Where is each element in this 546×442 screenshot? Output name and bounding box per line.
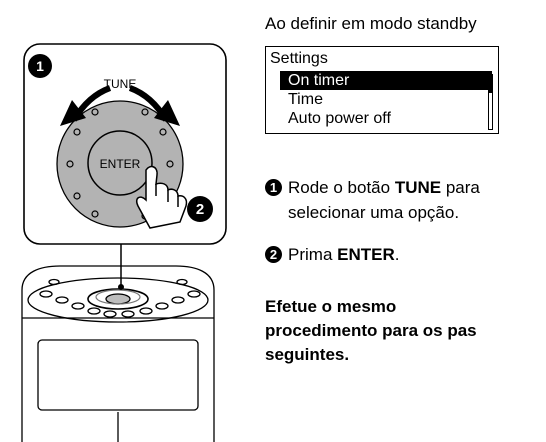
step-1-number: 1: [265, 179, 282, 196]
step-2-badge-label: 2: [196, 201, 204, 218]
display-scrollbar: [488, 74, 493, 130]
note-line-1: Efetue o mesmo: [265, 297, 397, 316]
display-title: Settings: [270, 50, 328, 67]
standby-heading: Ao definir em modo standby: [265, 14, 477, 33]
rotate-arrows-icon: [60, 85, 180, 126]
enter-label: ENTER: [100, 157, 141, 171]
enter-button: [87, 130, 153, 196]
step-1-badge-label: 1: [36, 58, 44, 74]
display-item-auto-power-off: Auto power off: [288, 110, 391, 127]
repeat-note: Efetue o mesmo procedimento para os pas …: [265, 295, 477, 367]
note-line-3: seguintes.: [265, 345, 350, 364]
display-item-time: Time: [288, 91, 323, 108]
step-2: 2 Prima ENTER.: [265, 242, 525, 268]
settings-display: Settings On timer Time Auto power off: [265, 46, 499, 134]
radio-illustration: ENTER TUNE 1 2: [21, 43, 227, 442]
step-2-number: 2: [265, 246, 282, 263]
step-2-text: Prima ENTER.: [288, 245, 400, 264]
step-1-text-line2: selecionar uma opção.: [288, 203, 460, 222]
pressing-hand-icon: [135, 165, 188, 229]
step-1-badge: [28, 54, 52, 78]
step-2-badge: [187, 196, 213, 222]
display-item-on-timer: On timer: [280, 71, 492, 90]
step-1-text: Rode o botão TUNE para: [288, 178, 480, 197]
tune-label: TUNE: [104, 77, 137, 91]
step-1: 1 Rode o botão TUNE para selecionar uma …: [265, 175, 545, 225]
note-line-2: procedimento para os pas: [265, 321, 477, 340]
radio-device: [21, 265, 215, 442]
